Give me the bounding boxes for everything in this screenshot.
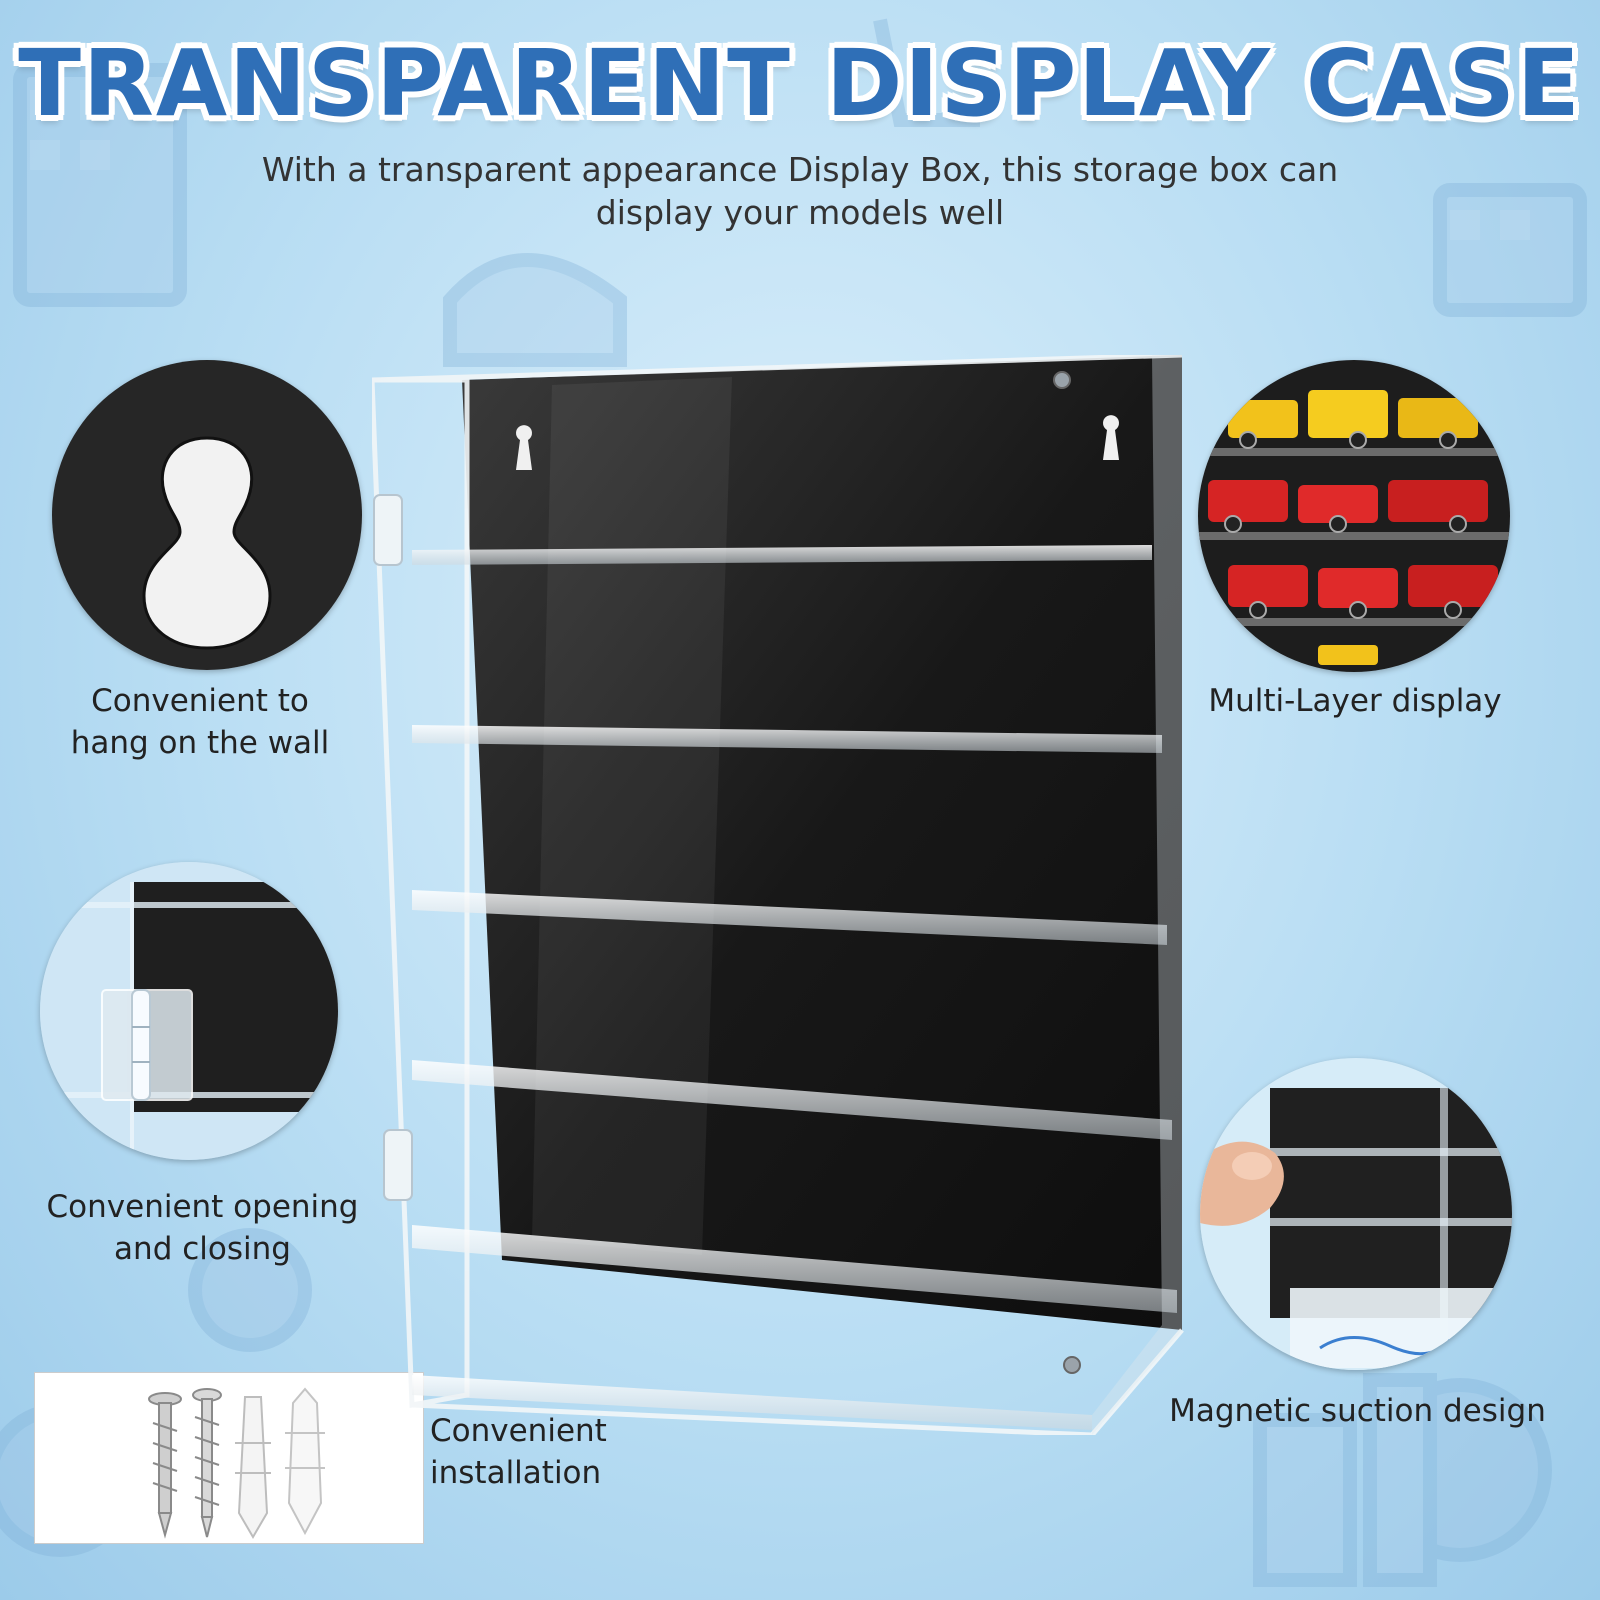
magnetic-detail-image [1200, 1058, 1512, 1370]
screw-icon [148, 1392, 182, 1539]
keyhole-icon-left [516, 425, 532, 470]
keyhole-detail-image [52, 360, 362, 670]
feature-label-installation: Convenient installation [430, 1413, 607, 1491]
feature-label-opening: Convenient opening and closing [46, 1189, 359, 1267]
hinge-detail-image [40, 862, 338, 1160]
keyhole-icon-right [1103, 415, 1119, 460]
magnet-bottom [1063, 1356, 1081, 1374]
keyhole-icon [142, 436, 272, 650]
wall-anchor-icon [235, 1396, 271, 1539]
magnet-top [1053, 371, 1071, 389]
display-case-product [369, 352, 1202, 1438]
feature-label-magnetic: Magnetic suction design [1169, 1393, 1546, 1429]
wall-anchor-icon-2 [285, 1387, 325, 1536]
hinge-icon [101, 989, 193, 1101]
screw-icon-2 [192, 1388, 222, 1538]
hinge-bottom [383, 1129, 413, 1201]
subtitle-line-1: With a transparent appearance Display Bo… [261, 150, 1339, 189]
feature-label-hang: Convenient to hang on the wall [70, 683, 330, 761]
red-firetruck-icons [1208, 480, 1498, 608]
hinge-top [373, 494, 403, 566]
installation-hardware-image [34, 1372, 424, 1544]
page-subtitle: With a transparent appearance Display Bo… [230, 148, 1370, 234]
multi-layer-detail-image [1198, 360, 1510, 672]
feature-label-multilayer: Multi-Layer display [1208, 683, 1502, 719]
page-title: TRANSPARENT DISPLAY CASE [18, 30, 1582, 137]
subtitle-line-2: display your models well [595, 193, 1005, 232]
acrylic-shelves [412, 545, 1177, 1430]
yellow-truck-icons [1228, 390, 1478, 438]
